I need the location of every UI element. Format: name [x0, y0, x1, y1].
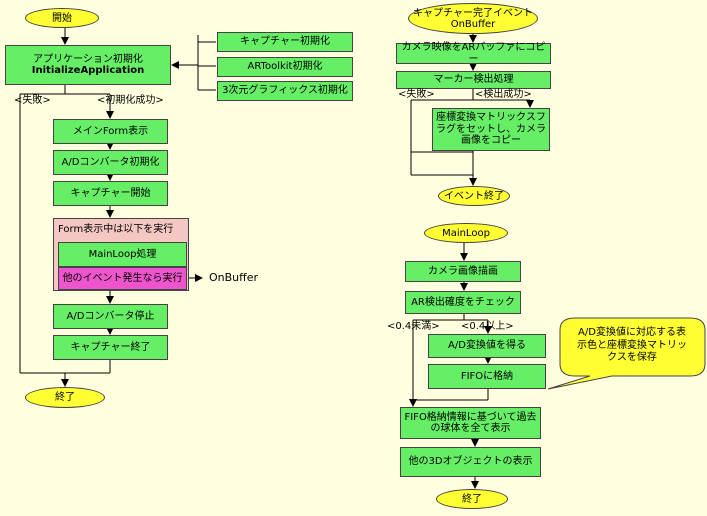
capture-end-process: キャプチャー終了 — [53, 335, 168, 360]
capture-start-label: キャプチャー開始 — [70, 187, 151, 199]
get-ad-value-process: A/D変換値を得る — [428, 334, 546, 358]
start-label: 開始 — [52, 12, 72, 24]
above-threshold-label: <0.4以上> — [461, 321, 514, 332]
init-app-label: アプリケーション初期化 — [33, 53, 143, 65]
show-fifo-process: FIFO格納情報に基づいて過去の球体を全て表示 — [400, 407, 541, 439]
onbuffer-title: キャプチャー完了イベント — [413, 7, 533, 19]
mainloop-terminal: MainLoop — [424, 223, 508, 243]
graphics-init-process: 3次元グラフィックス初期化 — [217, 81, 353, 101]
ad-init-process: A/Dコンバータ初期化 — [53, 150, 168, 175]
other-events-process: 他のイベント発生なら実行 — [58, 267, 187, 290]
init-app-process: アプリケーション初期化 InitializeApplication — [5, 45, 171, 85]
note-callout-shape — [547, 317, 706, 390]
graphics-init-label: 3次元グラフィックス初期化 — [222, 85, 348, 97]
mainloop-end-label: 終了 — [462, 493, 482, 505]
note-callout: A/D変換値に対応する表示色と座標変換マトリックスを保存 — [574, 322, 690, 370]
show-fifo-label: FIFO格納情報に基づいて過去の球体を全て表示 — [404, 411, 537, 435]
store-fifo-label: FIFOに格納 — [460, 370, 514, 382]
other-events-label: 他のイベント発生なら実行 — [62, 272, 183, 284]
capture-init-process: キャプチャー初期化 — [217, 32, 353, 52]
ad-stop-label: A/Dコンバータ停止 — [66, 310, 155, 322]
onbuffer-terminal: キャプチャー完了イベント OnBuffer — [408, 3, 538, 34]
onbuffer-reference: OnBuffer — [209, 271, 259, 284]
capture-end-label: キャプチャー終了 — [70, 341, 151, 353]
onbuffer-name: OnBuffer — [450, 18, 496, 30]
init-success-label: <初期化成功> — [97, 95, 164, 106]
marker-detect-label: マーカー検出処理 — [433, 74, 514, 86]
below-threshold-label: <0.4未満> — [387, 321, 440, 332]
check-accuracy-label: AR検出確度をチェック — [411, 296, 515, 308]
draw-camera-process: カメラ画像描画 — [405, 261, 521, 282]
end-terminal: 終了 — [25, 387, 105, 408]
set-flag-label: 座標変換マトリックスフラグをセットし、カメラ画像をコピー — [436, 112, 546, 147]
ad-init-label: A/Dコンバータ初期化 — [61, 156, 160, 168]
event-end-label: イベント終了 — [444, 190, 504, 202]
artoolkit-init-process: ARToolkit初期化 — [217, 57, 353, 77]
mainloop-end-terminal: 終了 — [436, 489, 508, 509]
draw-camera-label: カメラ画像描画 — [428, 265, 498, 277]
ad-stop-process: A/Dコンバータ停止 — [53, 304, 168, 329]
store-fifo-process: FIFOに格納 — [428, 364, 546, 389]
copy-to-buffer-label: カメラ映像をARバッファにコピー — [401, 42, 546, 65]
mainloop-title: MainLoop — [442, 227, 490, 239]
init-app-name: InitializeApplication — [31, 65, 145, 76]
note-text: A/D変換値に対応する表示色と座標変換マトリックスを保存 — [577, 327, 687, 364]
detect-fail-label: <失敗> — [398, 89, 435, 100]
set-flag-process: 座標変換マトリックスフラグをセットし、カメラ画像をコピー — [432, 108, 550, 151]
show-main-form-process: メインForm表示 — [53, 119, 168, 144]
start-terminal: 開始 — [25, 8, 99, 28]
mainloop-label: MainLoop処理 — [88, 248, 157, 260]
check-accuracy-process: AR検出確度をチェック — [405, 291, 521, 314]
show-other-3d-process: 他の3Dオブジェクトの表示 — [400, 447, 541, 477]
event-end-terminal: イベント終了 — [438, 186, 510, 206]
mainloop-process: MainLoop処理 — [58, 242, 187, 267]
detect-success-label: <検出成功> — [475, 89, 532, 100]
capture-start-process: キャプチャー開始 — [53, 181, 168, 206]
get-ad-value-label: A/D変換値を得る — [448, 340, 526, 352]
init-fail-label: <失敗> — [14, 95, 51, 106]
end-label: 終了 — [55, 392, 75, 403]
show-other-3d-label: 他の3Dオブジェクトの表示 — [408, 456, 533, 468]
show-main-form-label: メインForm表示 — [72, 125, 149, 137]
marker-detect-process: マーカー検出処理 — [396, 71, 551, 89]
form-loop-label: Form表示中は以下を実行 — [58, 224, 174, 235]
artoolkit-init-label: ARToolkit初期化 — [247, 61, 323, 73]
copy-to-buffer-process: カメラ映像をARバッファにコピー — [396, 42, 551, 65]
capture-init-label: キャプチャー初期化 — [240, 36, 330, 48]
